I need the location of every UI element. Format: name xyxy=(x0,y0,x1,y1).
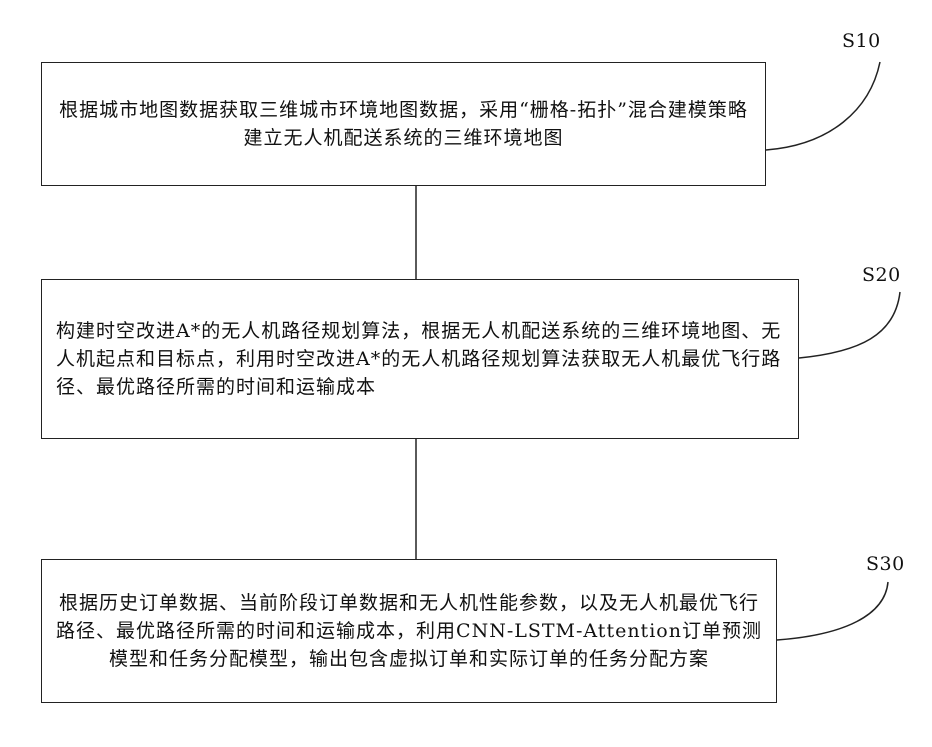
step-label-s20: S20 xyxy=(862,264,901,286)
step-box-s30: 根据历史订单数据、当前阶段订单数据和无人机性能参数，以及无人机最优飞行路径、最优… xyxy=(41,559,777,703)
step-label-s30: S30 xyxy=(866,553,905,575)
step-box-s10: 根据城市地图数据获取三维城市环境地图数据，采用“栅格-拓扑”混合建模策略建立无人… xyxy=(41,62,766,186)
step-text-s30: 根据历史订单数据、当前阶段订单数据和无人机性能参数，以及无人机最优飞行路径、最优… xyxy=(56,589,762,673)
step-box-s20: 构建时空改进A*的无人机路径规划算法，根据无人机配送系统的三维环境地图、无人机起… xyxy=(41,279,799,439)
leader-line-s30 xyxy=(777,582,888,640)
step-text-s20: 构建时空改进A*的无人机路径规划算法，根据无人机配送系统的三维环境地图、无人机起… xyxy=(56,317,784,401)
leader-line-s20 xyxy=(799,292,900,358)
leader-line-s10 xyxy=(766,62,880,150)
step-text-s10: 根据城市地图数据获取三维城市环境地图数据，采用“栅格-拓扑”混合建模策略建立无人… xyxy=(56,96,751,152)
step-label-s10: S10 xyxy=(842,30,881,52)
